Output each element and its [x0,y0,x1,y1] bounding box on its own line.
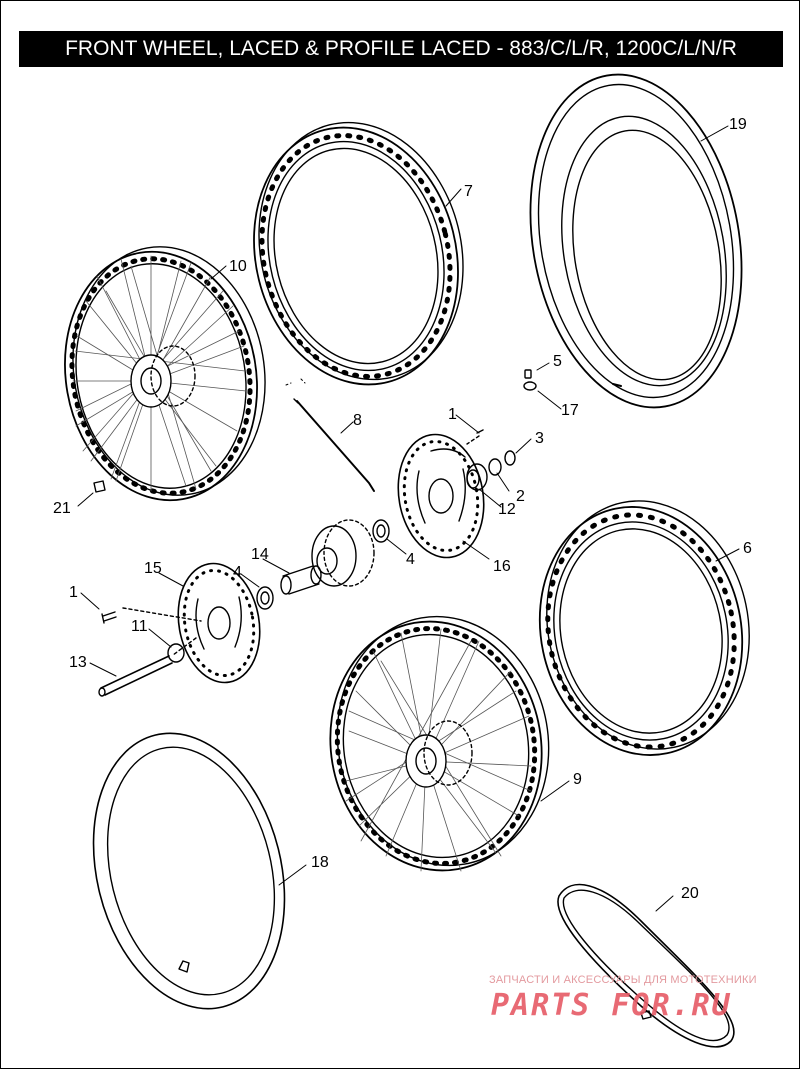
callout-15: 15 [144,560,162,577]
callout-16: 16 [493,558,511,575]
part-7-rim [253,121,464,386]
watermark-caption: ЗАПЧАСТИ И АКСЕССУАРЫ ДЛЯ МОТОТЕХНИКИ [489,974,757,986]
part-3-2-12-hardware [466,429,516,491]
callout-10: 10 [229,258,247,275]
part-20-rim-strip [557,883,735,1048]
callout-18: 18 [311,854,329,871]
part-18-tube [92,732,286,1010]
callout-6: 6 [743,540,752,557]
callout-9: 9 [573,771,582,788]
callout-3: 3 [535,430,544,447]
part-9-profile-laced-wheel [329,615,550,872]
callout-8: 8 [353,412,362,429]
part-10-laced-wheel [64,246,266,502]
part-8-spoke [285,378,375,492]
callout-4a: 4 [406,551,415,568]
watermark-logo-text: PARTS FOR.RU [491,988,732,1023]
callout-4b: 4 [233,564,242,581]
hub [311,519,375,587]
part-5-17-valve-parts [523,369,537,391]
callout-19: 19 [729,116,747,133]
callout-2: 2 [516,488,525,505]
part-15-brake-disc [177,562,261,684]
callout-20: 20 [681,885,699,902]
callout-1a: 1 [448,406,457,423]
callout-17: 17 [561,402,579,419]
page-title: FRONT WHEEL, LACED & PROFILE LACED - 883… [19,31,783,67]
callout-labels: 19 7 10 5 17 8 1 3 2 12 21 16 4 14 15 4 … [53,116,752,902]
callout-1b: 1 [69,584,78,601]
part-6-rim [538,500,750,756]
part-16-brake-disc [397,433,485,559]
callout-21: 21 [53,500,71,517]
callout-13: 13 [69,654,87,671]
watermark-logo: ЗАПЧАСТИ И АКСЕССУАРЫ ДЛЯ МОТОТЕХНИКИ PA… [471,974,791,1034]
callout-5: 5 [553,353,562,370]
leader-lines [77,125,740,912]
callout-11: 11 [131,618,148,635]
callout-7: 7 [464,183,473,200]
part-4-14-bearings [256,519,390,610]
callout-14: 14 [251,546,269,563]
part-1-11-13-axle-set [98,607,202,697]
callout-12: 12 [498,501,516,518]
part-19-tire [529,73,743,409]
